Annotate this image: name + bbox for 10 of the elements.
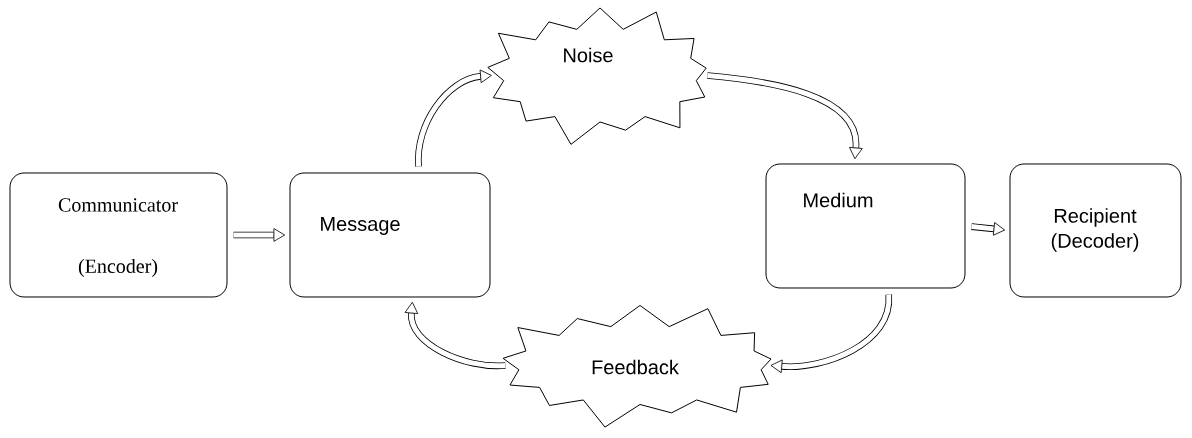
- block-arrow: [770, 294, 893, 374]
- block-arrow: [971, 222, 1006, 236]
- block-arrow: [404, 301, 506, 370]
- process-box: Communicator (Encoder): [9, 172, 228, 298]
- block-arrow: [233, 228, 286, 242]
- process-box: Medium: [765, 163, 966, 289]
- block-arrow: [415, 69, 492, 167]
- block-arrow: [707, 72, 863, 160]
- process-box: Message: [289, 172, 491, 298]
- process-box: Recipient (Decoder): [1009, 163, 1182, 298]
